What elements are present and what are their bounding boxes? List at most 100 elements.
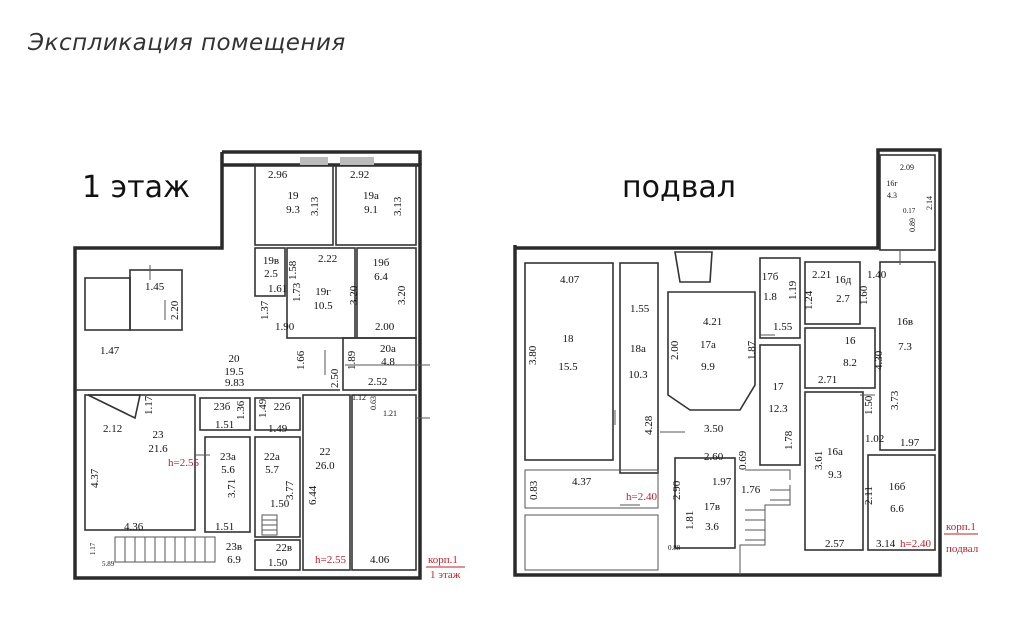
dimension-label: 1.40 [867, 269, 887, 281]
room-area: 9.3 [828, 469, 842, 481]
room-label: 16г [886, 179, 898, 188]
room-area: 6.6 [890, 503, 904, 515]
dimension-label: 3.61 [813, 451, 825, 470]
room-label: 17 [773, 381, 785, 393]
dimension-label: 3.50 [704, 423, 724, 435]
room-label: 19а [363, 190, 379, 202]
dimension-label: 3.13 [392, 196, 404, 216]
room-area: 1.8 [763, 291, 777, 303]
dimension-label: корп.1 [946, 521, 976, 533]
dimension-label: 3.13 [309, 196, 321, 216]
dimension-label: 4.37 [89, 468, 101, 488]
dimension-label: 1.58 [287, 260, 299, 280]
dimension-label: 1.37 [259, 300, 271, 320]
floor-label-first: 1 этаж [82, 170, 190, 205]
floor-label-basement: подвал [622, 170, 736, 205]
basement-plan [513, 148, 942, 577]
dimension-label: 1.89 [346, 350, 358, 370]
dimension-label: h=2.55 [315, 554, 346, 566]
room-label: 16а [827, 446, 843, 458]
dimension-label: 2.90 [671, 480, 683, 500]
dimension-label: 0.63 [369, 396, 378, 410]
dimension-label: 4.28 [643, 415, 655, 435]
dimension-label: 1.50 [863, 395, 875, 415]
dimension-label: 1.12 [352, 393, 366, 402]
dimension-label: 2.92 [350, 169, 369, 181]
room-label: 23 [153, 429, 165, 441]
dimension-label: 2.00 [669, 340, 681, 360]
dimension-label: 3.71 [226, 479, 238, 498]
room-label: 22в [276, 542, 292, 554]
dimension-label: 2.11 [863, 486, 875, 505]
room-label: 19г [315, 286, 331, 298]
dimension-label: 4.30 [873, 350, 885, 370]
room-label: 19 [288, 190, 300, 202]
dimension-label: 1.55 [773, 321, 793, 333]
dimension-label: 1.73 [291, 282, 303, 302]
dimension-label: 1.97 [900, 437, 920, 449]
dimension-label: 1.21 [383, 409, 397, 418]
room-label: 23б [214, 401, 231, 413]
dimension-label: h=2.40 [626, 491, 657, 503]
dimension-label: 3.77 [284, 480, 296, 500]
room-label: 12.3 [768, 403, 788, 415]
room-label: 17б [762, 271, 779, 283]
dimension-label: 4.37 [572, 476, 592, 488]
dimension-label: 4.07 [560, 274, 580, 286]
room-area: 10.3 [628, 369, 648, 381]
room-label: 18а [630, 343, 646, 355]
dimension-label: 1.19 [787, 280, 799, 300]
dimension-label: 1.17 [143, 395, 155, 415]
room-label: 23в [226, 541, 242, 553]
dimension-label: 5.89 [102, 560, 115, 568]
dimension-label: 3.14 [876, 538, 896, 550]
room-label: 16д [835, 274, 852, 286]
dimension-label: 1.76 [741, 484, 761, 496]
basement-room-labels: 18 15.5 18а 10.3 17а 9.9 17б 1.8 16д 2.7… [558, 179, 913, 533]
room-area: 19.5 [224, 366, 244, 378]
basement-dimensions: 4.07 3.80 1.55 4.21 2.00 1.87 1.19 1.55 … [527, 163, 979, 555]
dimension-label: 1.51 [215, 521, 234, 533]
room-label: 18 [563, 333, 575, 345]
dimension-label: 1.49 [257, 398, 269, 418]
dimension-label: 4.06 [370, 554, 390, 566]
dimension-label: 2.52 [368, 376, 387, 388]
dimension-label: 1.66 [295, 350, 307, 370]
dimension-label: 2.60 [704, 451, 724, 463]
room-area: 6.4 [374, 271, 388, 283]
dimension-label: 1.36 [235, 400, 247, 420]
room-label: 16 [845, 335, 857, 347]
room-label: 19б [373, 257, 390, 269]
room-area: 21.6 [148, 443, 168, 455]
room-area: 9.3 [286, 204, 300, 216]
room-area: 4.8 [381, 356, 395, 368]
dimension-label: 1.60 [858, 285, 870, 305]
dimension-label: h=2.40 [900, 538, 931, 550]
dimension-label: 1.97 [712, 476, 732, 488]
room-area: 10.5 [313, 300, 333, 312]
dimension-label: 1.02 [865, 433, 884, 445]
dimension-label: 2.22 [318, 253, 337, 265]
room-area: 4.3 [887, 191, 897, 200]
dimension-label: 2.71 [818, 374, 837, 386]
room-label: 17в [704, 501, 720, 513]
room-area: 26.0 [315, 460, 335, 472]
room-area: 9.1 [364, 204, 378, 216]
dimension-label: 1.17 [89, 542, 97, 555]
dimension-label: 2.50 [329, 368, 341, 388]
dimension-label: 0.17 [903, 207, 916, 215]
dimension-label: 1.90 [275, 321, 295, 333]
room-area: 2.7 [836, 293, 850, 305]
dimension-label: 1.24 [803, 290, 815, 310]
first-floor-dimensions: 2.96 2.92 3.13 3.13 2.22 1.58 1.61 1.73 … [89, 169, 465, 581]
dimension-label: 2.09 [900, 163, 914, 172]
dimension-label: корп.1 [428, 554, 458, 566]
dimension-label: 3.80 [527, 345, 539, 365]
room-label: 20а [380, 343, 396, 355]
room-area: 6.9 [227, 554, 241, 566]
dimension-label: 1.81 [684, 511, 696, 530]
dimension-label: 1.50 [270, 498, 290, 510]
room-label: 16в [897, 316, 913, 328]
dimension-label: 0.88 [668, 544, 681, 552]
